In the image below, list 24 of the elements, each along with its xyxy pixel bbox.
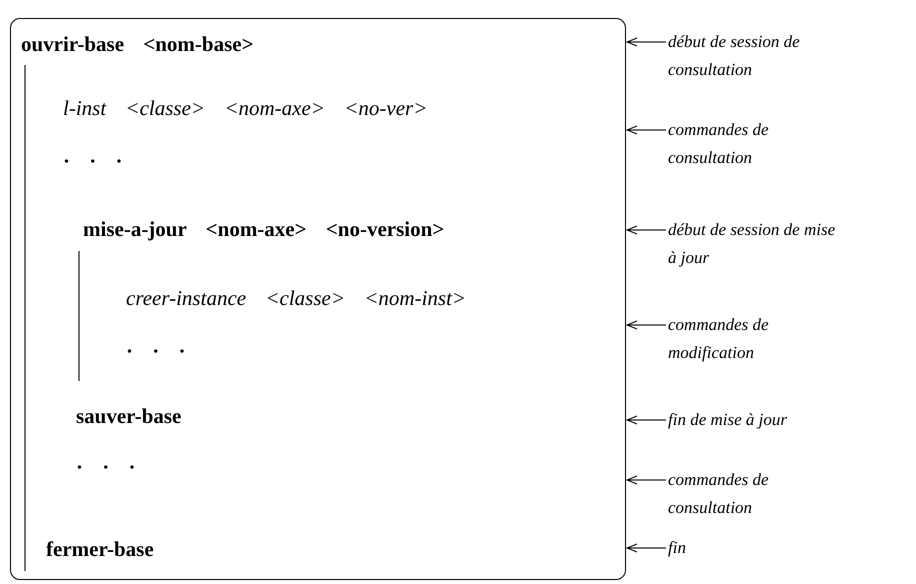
listing-frame [10, 18, 626, 580]
command-line: mise-a-jour <nom-axe> <no-version> [83, 216, 623, 242]
command-line: fermer-base [46, 536, 623, 562]
command-line: ouvrir-base <nom-base> [21, 31, 623, 57]
command-line: · · · [63, 148, 623, 174]
arrow [626, 476, 666, 484]
annotation-text: début de session de consultation [668, 28, 843, 84]
annotation-text: début de session de mise à jour [668, 216, 843, 272]
arrow [626, 226, 666, 234]
arrow [626, 320, 666, 330]
annotation-text: commandes de consultation [668, 116, 818, 172]
arrow [626, 126, 666, 134]
arrow [626, 544, 666, 552]
annotation-text: commandes de modification [668, 311, 818, 367]
arrow [626, 416, 666, 424]
annotation-text: fin de mise à jour [668, 406, 868, 434]
annotation-text: fin [668, 534, 858, 562]
command-line: · · · [126, 338, 623, 364]
arrow [626, 38, 666, 46]
command-line: l-inst <classe> <nom-axe> <no-ver> [63, 95, 623, 121]
command-line: creer-instance <classe> <nom-inst> [126, 285, 623, 311]
command-line: · · · [76, 454, 623, 480]
annotation-text: commandes de consultation [668, 466, 818, 522]
command-line: sauver-base [76, 403, 623, 429]
